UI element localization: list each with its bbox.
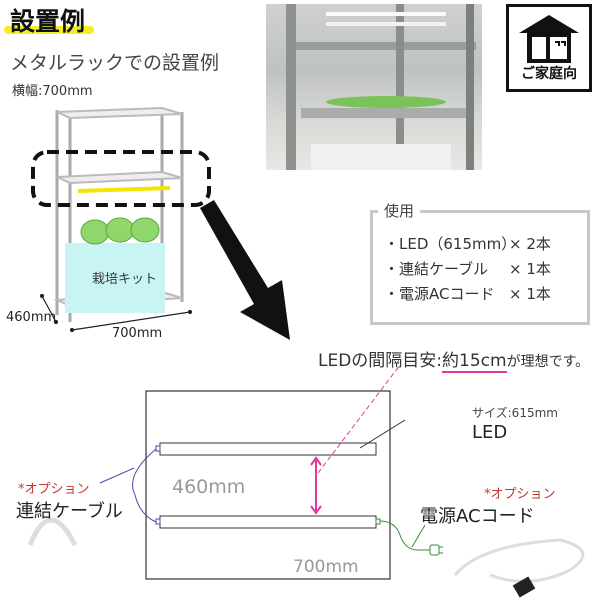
highlight-dashed-box xyxy=(31,150,211,207)
arrow-icon xyxy=(200,200,290,340)
spacing-note: LEDの間隔目安:約15cmが理想です。 xyxy=(318,351,590,373)
link-cable xyxy=(132,448,157,523)
diagram-width-label: 700mm xyxy=(293,557,359,577)
led-bar xyxy=(77,186,171,193)
installation-photo xyxy=(266,4,482,170)
width-note: 横幅:700mm xyxy=(12,84,93,99)
usage-item: ・LED（615mm）× 2本 xyxy=(384,235,551,253)
diagram-height-label: 460mm xyxy=(172,476,246,498)
left-option-tag: *オプション xyxy=(18,482,90,497)
usage-title: 使用 xyxy=(378,200,421,221)
rack-depth-label: 460mm xyxy=(6,310,57,325)
right-option-tag: *オプション xyxy=(484,487,556,502)
right-option-label: 電源ACコード xyxy=(420,506,535,527)
ac-cord xyxy=(379,520,430,551)
cable-photo xyxy=(27,517,78,547)
kit-label: 栽培キット xyxy=(92,272,158,287)
rack-width-label: 700mm xyxy=(112,326,163,341)
led-label: LED xyxy=(472,422,508,443)
title-highlight xyxy=(4,26,94,34)
rack-outline xyxy=(145,390,391,580)
usage-item: ・電源ACコード× 1本 xyxy=(384,285,551,303)
page-subtitle: メタルラックでの設置例 xyxy=(10,52,220,74)
led-size-label: サイズ:615mm xyxy=(472,406,558,420)
spacing-highlight: 約15cm xyxy=(442,351,507,373)
plug-icon xyxy=(429,544,440,556)
led-tube-bottom xyxy=(159,515,377,529)
page-title: 設置例 xyxy=(10,7,86,36)
left-option-label: 連結ケーブル xyxy=(16,501,123,522)
usage-item: ・連結ケーブル× 1本 xyxy=(384,260,551,278)
led-tube-top xyxy=(159,442,377,456)
usage-box xyxy=(370,210,590,325)
household-badge: ご家庭向 xyxy=(506,4,592,92)
rack-illustration xyxy=(31,106,290,340)
lettuce-icon xyxy=(80,217,160,245)
led-layout-diagram xyxy=(27,365,585,598)
ac-cord-photo xyxy=(453,538,585,583)
kit-box xyxy=(65,243,165,313)
house-icon xyxy=(519,15,579,63)
badge-label: ご家庭向 xyxy=(521,66,577,82)
